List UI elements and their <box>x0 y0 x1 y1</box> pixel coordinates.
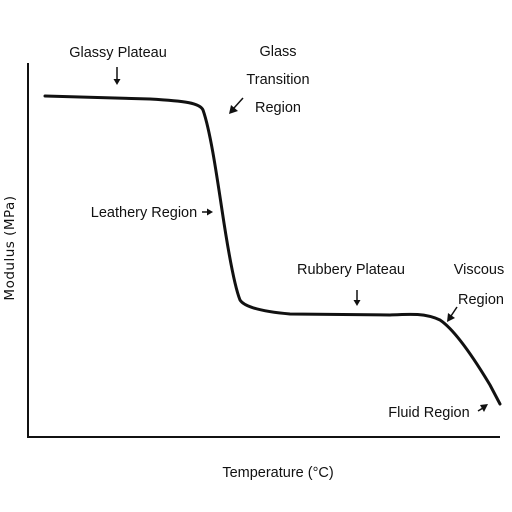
leathery-region-label: Leathery Region <box>91 205 197 221</box>
fluid-region-arrow-icon <box>477 404 488 412</box>
glass-transition-label-line3: Region <box>255 100 301 116</box>
rubbery-plateau-arrow-icon <box>353 290 361 306</box>
fluid-region-label: Fluid Region <box>388 405 469 421</box>
viscous-region-label-line2: Region <box>458 292 504 308</box>
glass-transition-arrow-icon <box>229 97 244 114</box>
viscous-region-arrow-icon <box>447 306 458 322</box>
glass-transition-label-line2: Transition <box>246 72 309 88</box>
rubbery-plateau-label: Rubbery Plateau <box>297 262 405 278</box>
x-axis-label: Temperature (°C) <box>222 465 333 481</box>
y-axis-label: Modulus (MPa) <box>2 195 18 300</box>
glassy-plateau-arrow-icon <box>113 67 121 85</box>
glassy-plateau-label: Glassy Plateau <box>69 45 167 61</box>
glass-transition-label-line1: Glass <box>259 44 296 60</box>
modulus-curve <box>43 94 502 406</box>
leathery-region-arrow-icon <box>202 208 213 216</box>
viscous-region-label-line1: Viscous <box>454 262 505 278</box>
